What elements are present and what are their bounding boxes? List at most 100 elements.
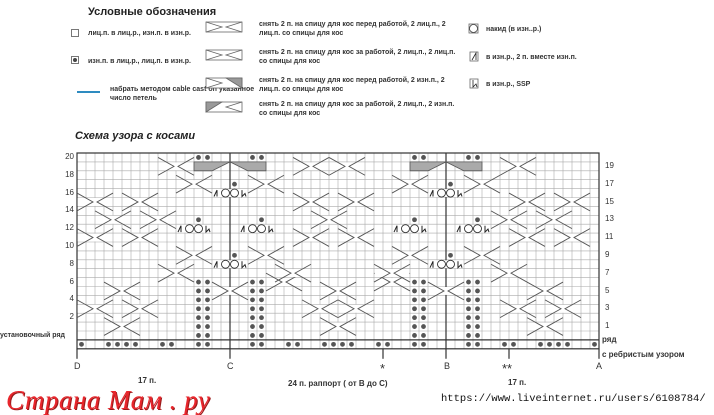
purl-cable-wedge: [409, 161, 447, 172]
dot-square-icon: [71, 56, 79, 64]
purl-dot: [475, 288, 480, 294]
yarn-over-icon: [473, 224, 482, 234]
marker-a: A: [596, 361, 603, 371]
ssp-icon: [484, 225, 490, 234]
p2tog-icon: [213, 189, 218, 197]
yo-group-cell: [212, 260, 248, 269]
rib-purl-dot: [421, 341, 426, 347]
rib-purl-dot: [106, 341, 111, 347]
cable-cross: [103, 281, 141, 301]
cable-cell: [293, 233, 329, 242]
purl-dot: [412, 279, 417, 285]
p2tog-icon: [213, 261, 218, 268]
setup-purl-dot: [250, 333, 255, 338]
purl-dot: [196, 217, 201, 223]
cable-back-purl-icon: [205, 101, 243, 113]
rib-purl-dot: [511, 341, 516, 347]
cable-cell: [293, 162, 329, 171]
rib-purl-dot: [547, 341, 552, 347]
purl-cable-wedge: [445, 161, 483, 172]
cable-cross: [463, 174, 501, 194]
cable-cell: [554, 233, 590, 242]
purl-cable-wedge: [229, 161, 267, 172]
purl-dot: [448, 181, 453, 187]
purl-dot: [259, 324, 264, 329]
cable-cross: [76, 228, 114, 247]
rib-purl-dot: [196, 341, 201, 347]
purl-dot: [259, 315, 264, 321]
cable-cross: [463, 246, 501, 265]
cable-cell: [545, 304, 581, 313]
cable-cross: [121, 299, 159, 319]
source-url: https://www.liveinternet.ru/users/610878…: [441, 393, 706, 405]
p2tog-icon: [429, 261, 434, 268]
cable-cell: [338, 304, 374, 313]
purl-dot: [475, 279, 480, 285]
cable-cross: [337, 228, 375, 247]
yarn-over-icon: [464, 224, 473, 234]
yarn-over-icon: [194, 224, 203, 234]
cable-cross: [526, 317, 564, 336]
purl-dot: [466, 306, 471, 312]
yarn-over-icon: [185, 224, 194, 234]
rib-purl-dot: [502, 341, 507, 347]
cable-cross: [499, 299, 537, 319]
purl-dot: [250, 315, 255, 321]
row-number: 6: [69, 276, 74, 286]
purl-dot: [466, 315, 471, 321]
span-right-label: 17 п.: [508, 378, 527, 387]
legend-cable-front-purl-text: снять 2 п. на спицу для кос перед работо…: [259, 77, 445, 93]
legend-knit-text: лиц.п. в лиц.р., изн.п. в изн.р.: [88, 30, 191, 37]
purl-dot: [232, 252, 237, 258]
row-number: 19: [605, 160, 614, 170]
ssp-icon: [457, 261, 463, 269]
row-number: 12: [65, 223, 74, 233]
purl-dot: [259, 288, 264, 294]
setup-purl-dot: [475, 333, 480, 338]
cable-cross: [292, 192, 330, 212]
p2tog-icon: [429, 189, 434, 197]
marker-b: B: [444, 361, 451, 371]
cable-cross: [292, 228, 330, 247]
grid-border: [76, 152, 600, 350]
rib-purl-dot: [331, 341, 336, 347]
cable-cell: [464, 180, 500, 189]
row-number: 17: [605, 178, 614, 188]
rib-purl-dot: [412, 341, 417, 347]
cable-cross: [490, 263, 528, 283]
purl-dot: [259, 155, 264, 160]
purl-dot: [412, 315, 417, 321]
rib-purl-dot: [124, 341, 129, 347]
purl-dot: [259, 217, 264, 223]
cable-cell: [554, 198, 590, 206]
setup-row-label: установочный ряд: [0, 332, 65, 339]
row-number: 8: [69, 258, 74, 268]
rib-purl-dot: [340, 341, 345, 347]
cable-cross: [310, 210, 348, 230]
purl-dot: [466, 155, 471, 160]
rib-purl-dot: [322, 341, 327, 347]
purl-dot: [475, 297, 480, 303]
cable-cell: [428, 287, 464, 295]
cable-cross: [526, 281, 564, 301]
yarn-over-icon: [221, 188, 230, 198]
blue-line-icon: [77, 91, 100, 93]
rib-purl-dot: [349, 341, 354, 347]
purl-dot: [475, 324, 480, 329]
cable-cross: [535, 210, 573, 230]
purl-dot: [466, 324, 471, 329]
cable-cell: [248, 251, 284, 260]
cable-cross: [121, 192, 159, 212]
yarn-over-icon: [257, 224, 266, 234]
purl-dot: [205, 288, 210, 294]
cable-cell: [338, 198, 374, 206]
cable-cross: [490, 210, 528, 230]
setup-purl-dot: [205, 333, 210, 338]
cable-cell: [275, 269, 311, 278]
purl-dot: [475, 217, 480, 223]
purl-dot: [205, 155, 210, 160]
cable-cross: [211, 281, 249, 301]
cable-cross: [391, 174, 429, 194]
cable-cell: [500, 162, 536, 171]
